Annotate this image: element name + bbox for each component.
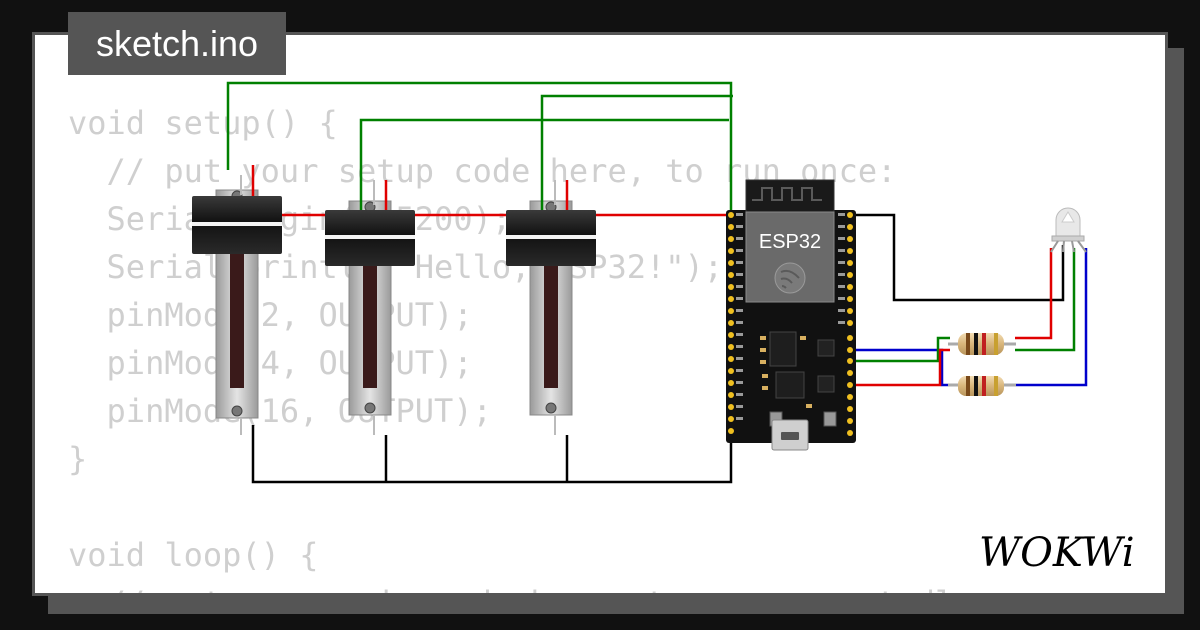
- sketch-filename-tab[interactable]: sketch.ino: [68, 12, 286, 75]
- right-header-pins: [847, 212, 853, 436]
- wire-blue-led[interactable]: [1015, 248, 1088, 387]
- wire-green-2[interactable]: [359, 118, 729, 210]
- wire-green-board[interactable]: [850, 336, 950, 363]
- potentiometer-pins: [240, 175, 556, 435]
- rgb-led[interactable]: [1050, 207, 1087, 253]
- editor-panel: void setup() { // put your setup code he…: [32, 32, 1168, 596]
- code-line: Serial.begin(115200);: [68, 200, 512, 238]
- espressif-logo-mark: [780, 269, 800, 289]
- left-header-pins: [728, 212, 734, 434]
- smd-component: [817, 375, 835, 393]
- smd-component: [817, 339, 835, 357]
- code-line: pinMode(2, OUTPUT);: [68, 296, 473, 334]
- slider-knob-3[interactable]: [506, 210, 596, 266]
- slider-knob-1[interactable]: [192, 196, 282, 254]
- wire-green-1[interactable]: [226, 81, 733, 215]
- resistor-2[interactable]: [948, 376, 1016, 396]
- wire-red-board[interactable]: [850, 348, 950, 387]
- code-line: void setup() {: [68, 104, 338, 142]
- wokwi-logo-text: WOKWi: [979, 530, 1135, 576]
- esp32-label: ESP32: [759, 231, 821, 253]
- pin-label-marks: [736, 213, 845, 420]
- antenna-trace: [752, 187, 822, 201]
- esp32-board[interactable]: ESP32: [726, 179, 856, 451]
- wire-blue-board[interactable]: [850, 348, 950, 387]
- slider-knob-2[interactable]: [325, 210, 415, 266]
- wokwi-logo: WOKWi: [979, 530, 1135, 576]
- resistor-1[interactable]: [948, 333, 1016, 355]
- wire-red-led[interactable]: [1015, 248, 1053, 340]
- wire-green-led[interactable]: [1015, 248, 1076, 352]
- code-line: void loop() {: [68, 536, 319, 574]
- code-line: Serial.println("Hello, ESP32!");: [68, 248, 724, 286]
- usb-uart-chip: [775, 371, 805, 399]
- boot-button[interactable]: [823, 411, 837, 427]
- wire-black-led[interactable]: [850, 213, 1065, 302]
- code-line: // put your main code here, to run repea…: [68, 579, 993, 593]
- wire-red-1[interactable]: [251, 165, 729, 217]
- wire-green-3[interactable]: [540, 94, 733, 210]
- espressif-logo-icon: [774, 262, 806, 294]
- code-line: pinMode(4, OUTPUT);: [68, 344, 473, 382]
- regulator-chip: [769, 331, 797, 367]
- code-line: }: [68, 440, 88, 478]
- wire-black-gnd[interactable]: [251, 425, 733, 484]
